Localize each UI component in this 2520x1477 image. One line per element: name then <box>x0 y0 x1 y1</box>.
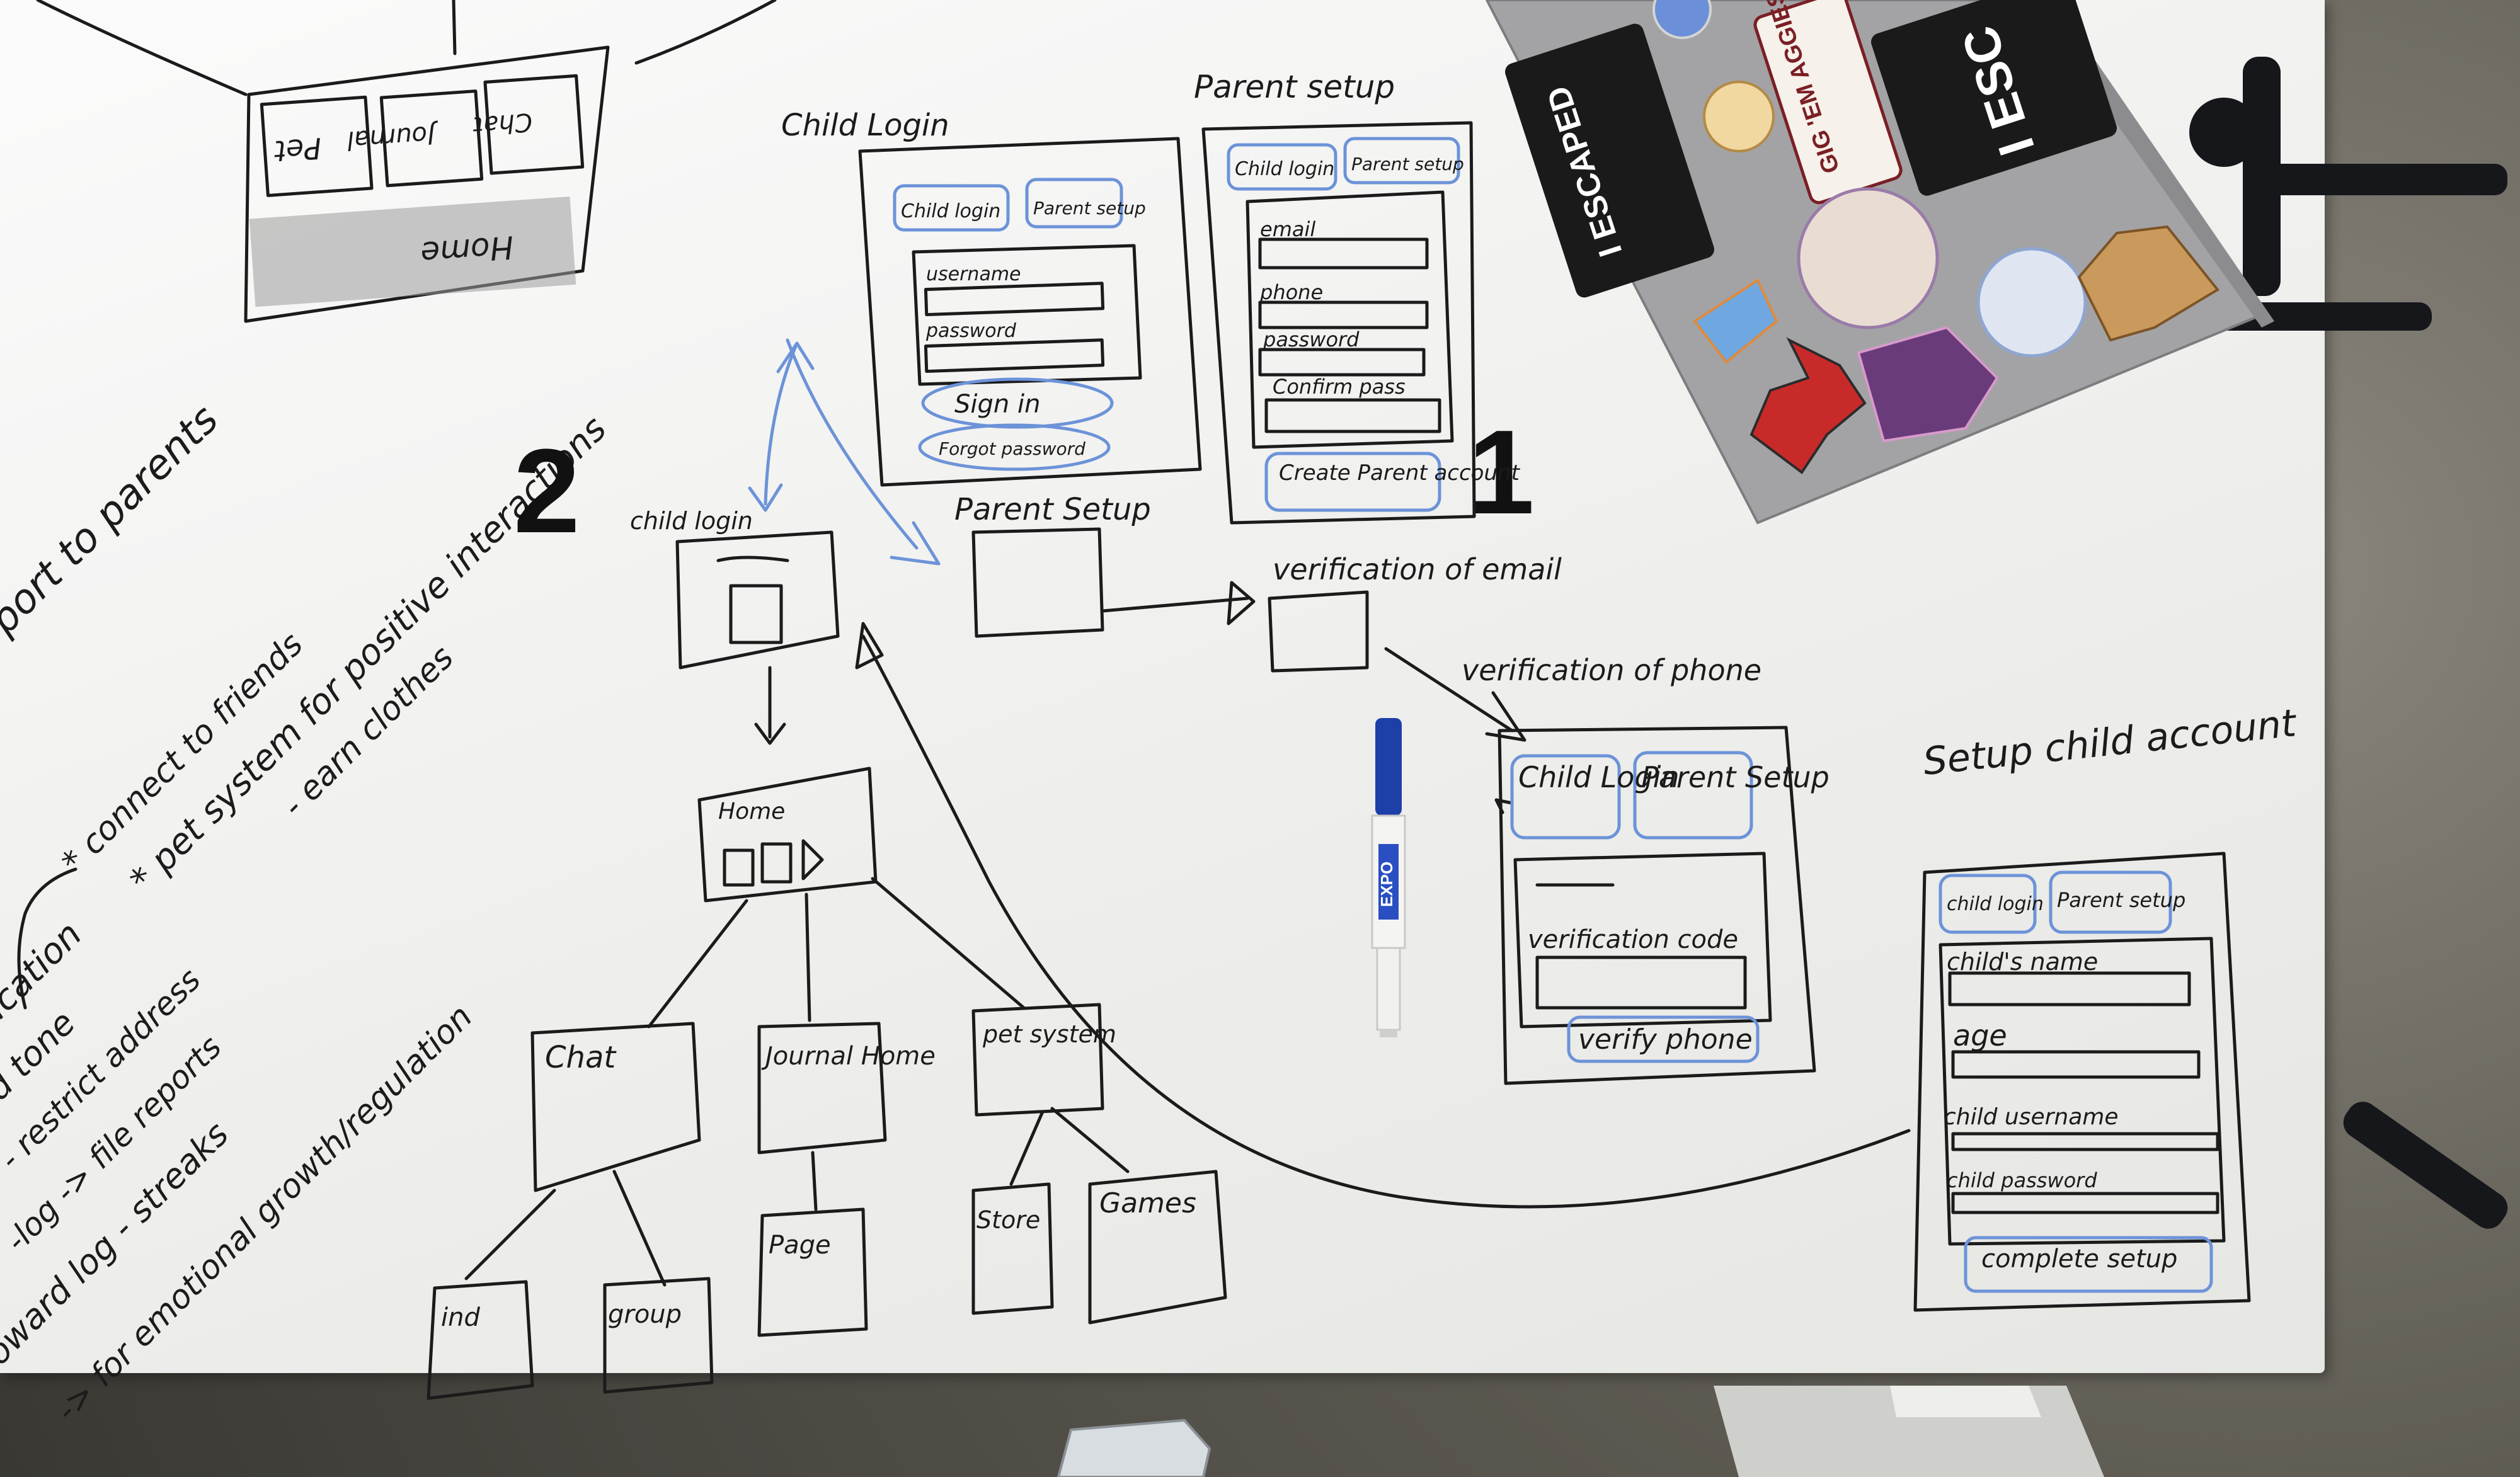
sticker-round-blue <box>1978 249 2085 356</box>
parent-setup-create-button: Create Parent account <box>1279 460 1521 486</box>
parent-setup-phone-label: phone <box>1259 280 1323 304</box>
parent-setup-tab-child: Child login <box>1235 158 1334 180</box>
setup-child-heading: Setup child account <box>1921 701 2300 784</box>
verify-phone-tab-parent: Parent Setup <box>1641 760 1830 794</box>
chair-bottom <box>2337 1095 2514 1235</box>
setup-child-age-label: age <box>1953 1018 2007 1052</box>
flow-verification-phone-label: verification of phone <box>1462 653 1761 687</box>
sticker-emblem <box>1704 82 1773 151</box>
flow-group-label: group <box>608 1300 682 1329</box>
flow-ind-label: ind <box>441 1303 480 1332</box>
child-login-tab-child: Child login <box>901 200 1000 222</box>
parent-setup-confirm-label: Confirm pass <box>1273 375 1406 399</box>
top-tile-pet: Pet <box>272 131 323 168</box>
setup-child-mockup: Setup child account child login Parent s… <box>1915 701 2300 1310</box>
sticker-floral <box>1799 189 1937 328</box>
marker-brand: EXPO <box>1377 862 1396 907</box>
flow-verification-email-label: verification of email <box>1273 552 1562 586</box>
setup-child-tab-parent: Parent setup <box>2057 888 2185 912</box>
child-login-tab-parent: Parent setup <box>1033 198 1146 219</box>
child-login-password-label: password <box>925 320 1017 342</box>
child-login-mockup: Child Login Child login Parent setup use… <box>781 108 1200 485</box>
parent-setup-heading: Parent setup <box>1194 69 1395 105</box>
flow-home-label: Home <box>718 799 785 824</box>
laptop: I ESCAPED GIG 'EM AGGIES I ESC <box>1487 0 2274 523</box>
marker-number-two: 2 <box>513 425 580 558</box>
setup-child-tab-child: child login <box>1947 893 2044 915</box>
shoe <box>1058 1420 1210 1477</box>
flow-diagram: child login Parent Setup verification of… <box>428 340 1909 1398</box>
parent-setup-email-label: email <box>1260 217 1315 241</box>
marker-pen: EXPO <box>1372 718 1405 1037</box>
verify-phone-button: verify phone <box>1578 1024 1753 1056</box>
verify-phone-mockup: Child Login Parent Setup verification co… <box>1496 727 1830 1083</box>
flow-page-label: Page <box>769 1231 831 1260</box>
setup-child-password-label: child password <box>1947 1168 2097 1192</box>
child-login-username-label: username <box>926 263 1021 285</box>
note-ication: ication <box>0 914 90 1027</box>
top-tile-journal: Journal <box>346 120 440 155</box>
verify-phone-code-label: verification code <box>1528 925 1738 954</box>
setup-child-button: complete setup <box>1981 1245 2177 1274</box>
setup-child-username-label: child username <box>1944 1104 2119 1130</box>
parent-setup-tab-parent: Parent setup <box>1351 154 1464 174</box>
top-home-title: Home <box>420 229 515 271</box>
top-tile-chat: Chat <box>472 107 534 140</box>
setup-child-name-label: child's name <box>1947 948 2098 976</box>
child-login-sign-in: Sign in <box>954 390 1040 419</box>
child-login-forgot: Forgot password <box>939 438 1085 459</box>
note-port-to-parents: port to parents <box>0 396 227 644</box>
flow-child-login-label: child login <box>630 507 753 535</box>
top-home-sketch: Pet Journal Chat Home <box>38 0 775 321</box>
flow-chat-label: Chat <box>545 1040 617 1075</box>
child-login-heading: Child Login <box>781 108 949 143</box>
flow-journal-label: Journal Home <box>761 1042 936 1071</box>
flow-games-label: Games <box>1099 1187 1196 1219</box>
flow-parent-setup-label: Parent Setup <box>954 492 1151 527</box>
flow-store-label: Store <box>976 1206 1040 1234</box>
floor-mat <box>1714 1386 2104 1477</box>
parent-setup-password-label: password <box>1263 328 1360 351</box>
